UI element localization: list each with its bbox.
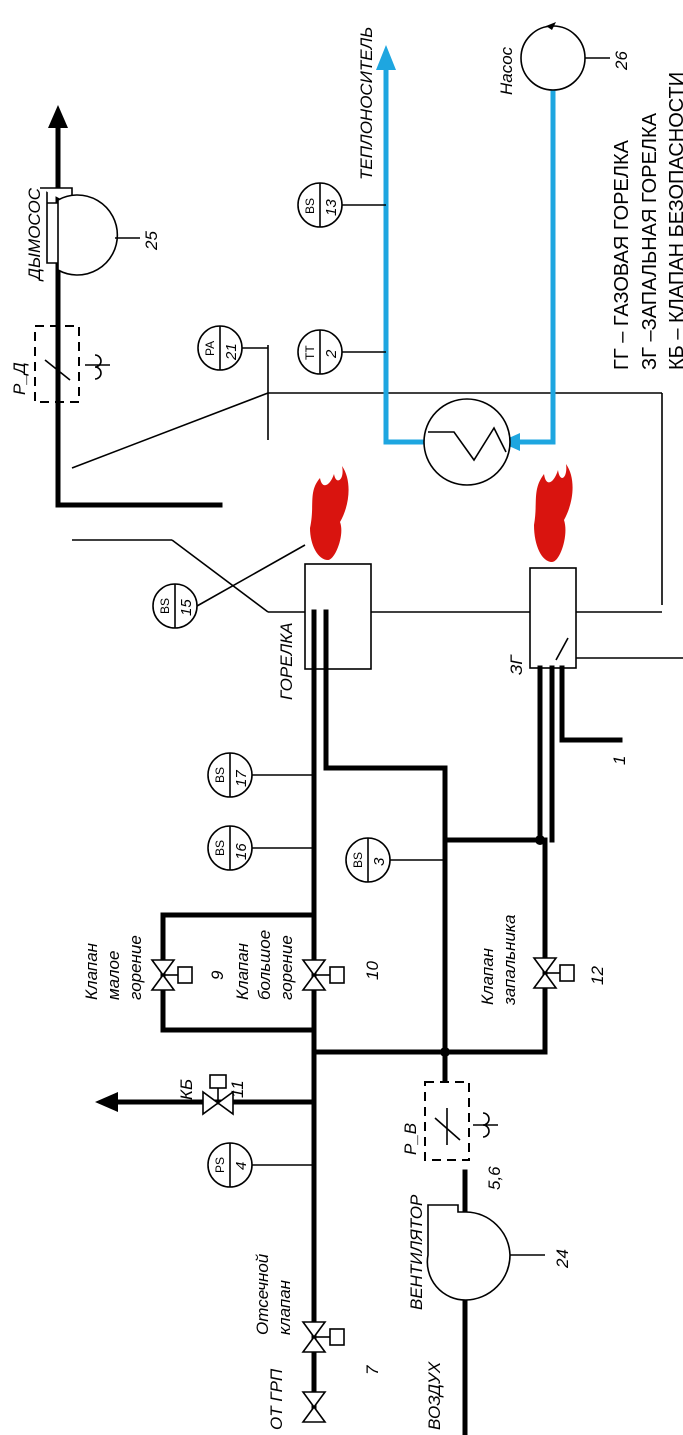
coolant-label: ТЕПЛОНОСИТЕЛЬ <box>357 27 376 180</box>
instrument-bs-17: BS 17 <box>207 752 314 798</box>
shutoff-valve-number: 7 <box>363 1365 382 1375</box>
p-v-number: 5,6 <box>485 1166 504 1190</box>
valve-pilot-icon <box>532 957 575 989</box>
fan-number: 24 <box>553 1249 572 1269</box>
safety-valve-icon <box>202 1074 234 1116</box>
shutoff-valve-icon <box>301 1321 345 1353</box>
instrument-pa-21: PA 21 <box>197 325 268 371</box>
svg-text:17: 17 <box>233 770 250 787</box>
svg-text:15: 15 <box>178 599 195 616</box>
flue-line <box>48 105 223 508</box>
svg-text:BS: BS <box>158 598 172 614</box>
furnace-outline <box>71 345 663 613</box>
svg-text:4: 4 <box>233 1162 250 1170</box>
svg-text:16: 16 <box>233 843 250 860</box>
p-v-label: Р_В <box>401 1123 420 1155</box>
from-grp-label: ОТ ГРП <box>267 1368 286 1430</box>
manual-valve-icon <box>301 1391 327 1423</box>
flame-icon <box>310 466 349 560</box>
svg-text:BS: BS <box>213 767 227 783</box>
svg-text:BS: BS <box>213 840 227 856</box>
legend: ГГ – ГАЗОВАЯ ГОРЕЛКА ЗГ –ЗАПАЛЬНАЯ ГОРЕЛ… <box>611 72 683 370</box>
svg-text:BS: BS <box>351 852 365 868</box>
air-label: ВОЗДУХ <box>425 1361 444 1430</box>
pump <box>520 22 610 91</box>
svg-text:21: 21 <box>223 343 240 361</box>
valve-low-burn-icon <box>150 959 193 991</box>
svg-text:13: 13 <box>323 199 340 216</box>
legend-item: КБ – КЛАПАН БЕЗОПАСНОСТИ <box>666 72 683 370</box>
valve-low-number: 9 <box>208 970 227 980</box>
svg-text:3: 3 <box>371 857 388 866</box>
burner-label: ГОРЕЛКА <box>277 622 296 700</box>
valve-high-number: 10 <box>363 961 382 980</box>
smoke-exhauster-label: ДЫМОСОС <box>25 187 44 282</box>
pump-number: 26 <box>612 51 631 71</box>
p-d-label: Р_Д <box>10 362 29 395</box>
safety-valve-number: 11 <box>228 1080 247 1098</box>
pilot-burner-label: ЗГ <box>507 654 526 675</box>
smoke-exhauster <box>40 187 140 276</box>
valve-pilot-number: 12 <box>588 966 607 985</box>
svg-text:PS: PS <box>213 1157 227 1173</box>
legend-item: ЗГ –ЗАПАЛЬНАЯ ГОРЕЛКА <box>639 112 661 370</box>
main-burner <box>304 563 372 672</box>
fan-label: ВЕНТИЛЯТОР <box>407 1194 426 1310</box>
pilot-burner <box>529 567 683 669</box>
coolant-line <box>376 45 556 451</box>
pump-label: Насос <box>497 46 516 95</box>
fan-icon <box>426 1204 545 1301</box>
instrument-bs-3: BS 3 <box>345 837 445 883</box>
legend-item: ГГ – ГАЗОВАЯ ГОРЕЛКА <box>611 139 633 370</box>
smoke-exhauster-number: 25 <box>142 231 161 251</box>
instrument-bs-16: BS 16 <box>207 825 314 871</box>
heat-exchanger <box>423 398 511 486</box>
draft-pressure-relay <box>34 325 110 403</box>
air-pressure-relay <box>424 1081 498 1161</box>
line-1-number: 1 <box>610 756 629 765</box>
instrument-ps-4: PS 4 <box>207 1142 314 1188</box>
instrument-tt-2: TT 2 <box>297 329 386 375</box>
pilot-flame-icon <box>534 464 573 562</box>
valve-high-burn-icon <box>301 959 345 991</box>
instrument-bs-13: BS 13 <box>297 182 386 228</box>
svg-text:2: 2 <box>323 349 340 359</box>
svg-text:PA: PA <box>203 341 217 356</box>
instrument-bs-15: BS 15 <box>152 544 306 629</box>
gas-main-line <box>95 665 623 1413</box>
safety-valve-label: КБ <box>177 1079 196 1100</box>
svg-text:TT: TT <box>303 345 317 360</box>
svg-text:BS: BS <box>303 198 317 214</box>
